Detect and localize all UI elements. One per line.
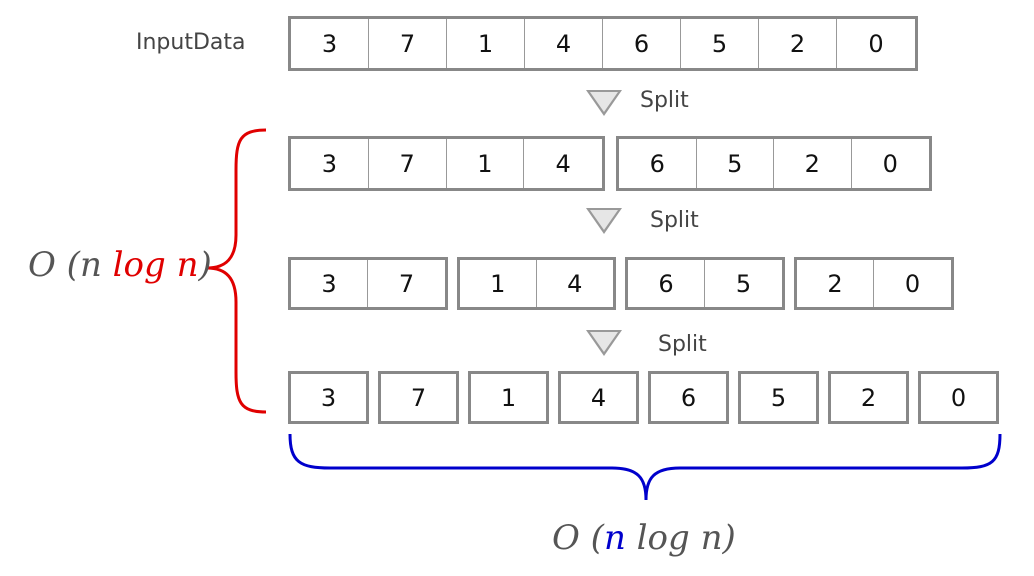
left-complexity-n2: n: [176, 245, 199, 285]
array-cell: 2: [774, 139, 852, 188]
left-complexity-close: ): [198, 245, 212, 285]
left-red-brace: [206, 128, 267, 414]
split-label: Split: [650, 208, 699, 233]
array-cell: 0: [882, 149, 898, 178]
array-level-3-group-5: 5: [738, 371, 819, 424]
array-level-2-group-3: 2 0: [794, 257, 954, 310]
array-cell: 6: [619, 139, 697, 188]
left-complexity-label: O (n log n): [28, 245, 212, 285]
array-level-2-group-1: 1 4: [457, 257, 616, 310]
array-cell: 5: [735, 269, 752, 298]
array-cell: 3: [320, 383, 337, 412]
array-cell: 3: [291, 19, 369, 68]
array-cell: 5: [697, 139, 774, 188]
array-cell: 3: [291, 260, 368, 307]
array-cell: 0: [868, 29, 884, 58]
bottom-blue-brace: [288, 433, 1002, 501]
array-cell: 1: [447, 139, 525, 188]
array-cell: 7: [369, 19, 447, 68]
split-arrow-icon: [586, 90, 622, 116]
array-cell: 7: [369, 139, 447, 188]
array-cell: 1: [500, 383, 517, 412]
array-cell: 6: [603, 19, 681, 68]
array-cell: 4: [567, 269, 583, 298]
split-arrow-icon: [586, 330, 622, 356]
array-cell: 1: [460, 260, 537, 307]
array-cell: 4: [590, 383, 607, 412]
array-level-3-group-1: 7: [378, 371, 459, 424]
array-level-3-group-4: 6: [648, 371, 729, 424]
array-cell: 5: [681, 19, 759, 68]
array-cell: 5: [770, 383, 787, 412]
bottom-complexity-open: O (: [552, 518, 604, 558]
left-complexity-log: log: [112, 245, 166, 285]
array-cell: 2: [797, 260, 874, 307]
array-cell: 0: [904, 269, 921, 298]
split-arrow-icon: [586, 208, 622, 234]
array-cell: 4: [525, 19, 603, 68]
array-cell: 1: [447, 19, 525, 68]
array-level-3-group-7: 0: [918, 371, 999, 424]
bottom-complexity-log: log: [636, 518, 690, 558]
left-complexity-open: O (: [28, 245, 80, 285]
array-level-3-group-6: 2: [828, 371, 909, 424]
array-level-1-group-0: 3 7 1 4: [288, 136, 605, 191]
array-level-2-group-0: 3 7: [288, 257, 448, 310]
array-cell: 2: [759, 19, 837, 68]
left-complexity-n1: n: [79, 245, 102, 285]
array-cell: 6: [628, 260, 705, 307]
array-level-3-group-0: 3: [288, 371, 369, 424]
input-data-label: InputData: [136, 30, 246, 55]
array-level-3-group-2: 1: [468, 371, 549, 424]
bottom-complexity-close: ): [722, 518, 736, 558]
bottom-complexity-n2: n: [700, 518, 723, 558]
array-cell: 7: [410, 383, 427, 412]
array-cell: 0: [950, 383, 967, 412]
array-cell: 7: [398, 269, 415, 298]
array-level-1-group-1: 6 5 2 0: [616, 136, 932, 191]
array-cell: 2: [860, 383, 877, 412]
bottom-complexity-n1: n: [603, 518, 626, 558]
array-level-0-group-0: 3 7 1 4 6 5 2 0: [288, 16, 918, 71]
bottom-complexity-label: O (n log n): [552, 518, 736, 558]
split-label: Split: [658, 332, 707, 357]
array-cell: 3: [291, 139, 369, 188]
array-cell: 6: [680, 383, 697, 412]
split-label: Split: [640, 88, 689, 113]
array-level-2-group-2: 6 5: [625, 257, 785, 310]
array-level-3-group-3: 4: [558, 371, 639, 424]
array-cell: 4: [555, 149, 571, 178]
